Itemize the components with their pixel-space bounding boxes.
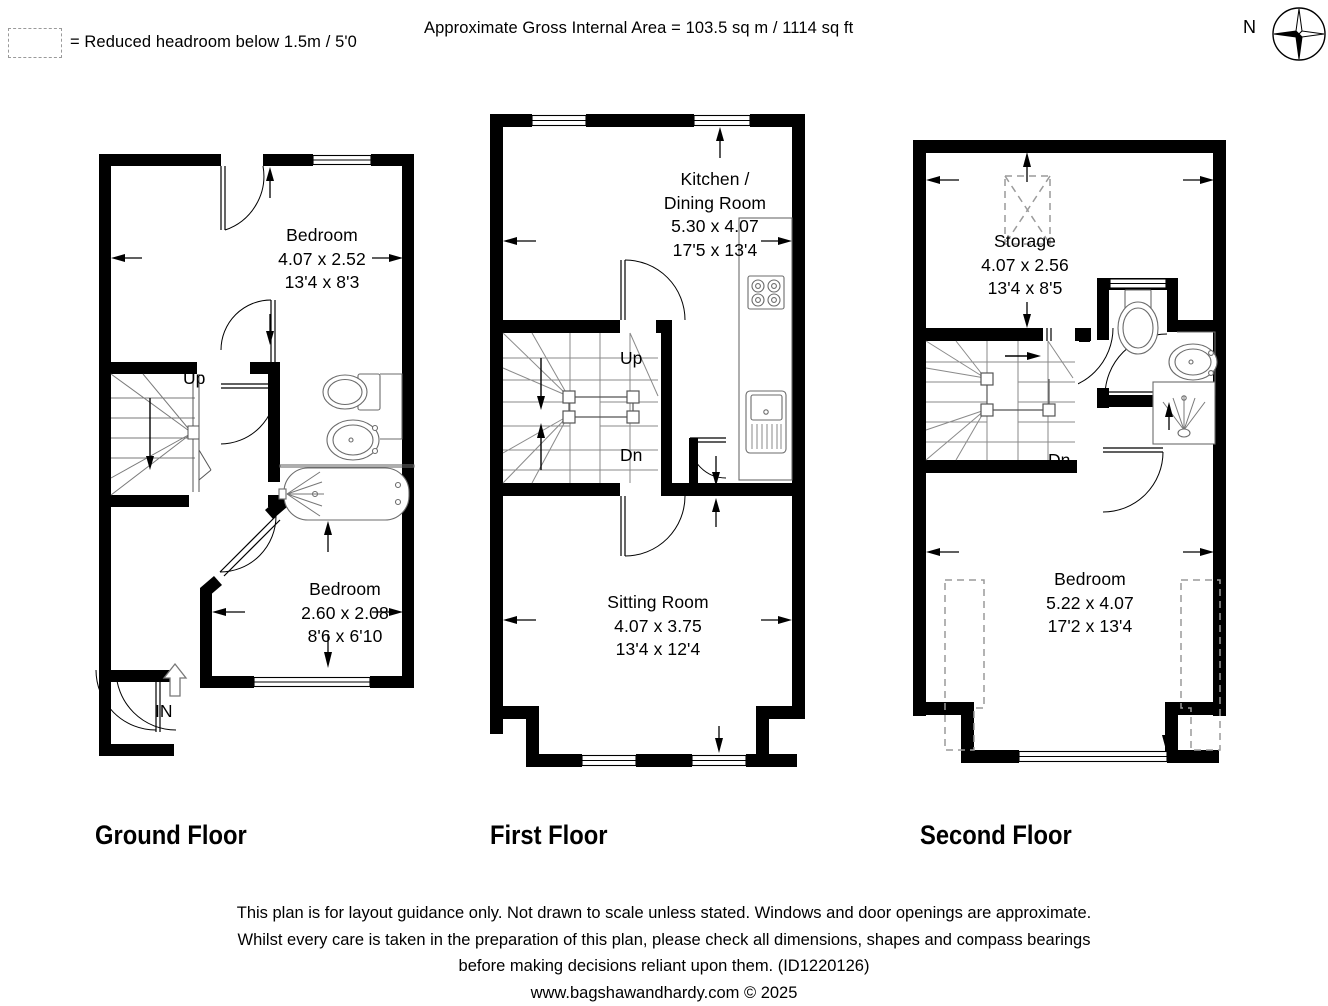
room-name: Storage	[940, 230, 1110, 254]
footer-disclaimer: This plan is for layout guidance only. N…	[0, 900, 1328, 1006]
footer-line-3: before making decisions reliant upon the…	[0, 953, 1328, 980]
footer-line-2: Whilst every care is taken in the prepar…	[0, 927, 1328, 954]
ground-floor-staircase	[111, 374, 221, 495]
room-label-storage: Storage 4.07 x 2.56 13'4 x 8'5	[940, 230, 1110, 301]
reduced-headroom-swatch	[8, 28, 62, 58]
room-dim-metric: 2.60 x 2.08	[255, 602, 435, 626]
room-dim-imperial: 13'4 x 8'5	[940, 277, 1110, 301]
ground-floor-bathroom-fixtures	[279, 374, 414, 520]
entrance-in-label: IN	[155, 701, 173, 722]
room-name-line1: Kitchen /	[635, 168, 795, 192]
room-name: Bedroom	[1000, 568, 1180, 592]
room-name: Bedroom	[255, 578, 435, 602]
room-name: Bedroom	[242, 224, 402, 248]
room-dim-metric: 5.22 x 4.07	[1000, 592, 1180, 616]
stair-direction-up: Up	[620, 348, 642, 369]
compass-north-label: N	[1243, 17, 1256, 38]
stair-direction-down: Dn	[1048, 450, 1070, 471]
compass-rose-icon	[1271, 6, 1327, 62]
room-dim-metric: 4.07 x 2.56	[940, 254, 1110, 278]
first-floor-plan: Kitchen / Dining Room 5.30 x 4.07 17'5 x…	[480, 108, 830, 778]
reduced-headroom-label: = Reduced headroom below 1.5m / 5'0	[70, 33, 357, 52]
room-name-line2: Dining Room	[635, 192, 795, 216]
room-dim-metric: 5.30 x 4.07	[635, 215, 795, 239]
room-name: Sitting Room	[568, 591, 748, 615]
floor-title-ground: Ground Floor	[95, 820, 247, 851]
floor-title-second: Second Floor	[920, 820, 1072, 851]
room-label-bedroom-2: Bedroom 2.60 x 2.08 8'6 x 6'10	[255, 578, 435, 649]
room-dim-imperial: 13'4 x 8'3	[242, 271, 402, 295]
room-dim-imperial: 17'2 x 13'4	[1000, 615, 1180, 639]
stair-direction-down: Dn	[620, 445, 642, 466]
room-label-bedroom-1: Bedroom 4.07 x 2.52 13'4 x 8'3	[242, 224, 402, 295]
footer-line-4: www.bagshawandhardy.com © 2025	[0, 980, 1328, 1006]
stair-direction-up: Up	[183, 368, 205, 389]
room-label-bedroom-main: Bedroom 5.22 x 4.07 17'2 x 13'4	[1000, 568, 1180, 639]
gross-internal-area-label: Approximate Gross Internal Area = 103.5 …	[424, 19, 853, 38]
room-dim-imperial: 17'5 x 13'4	[635, 239, 795, 263]
room-label-kitchen-dining: Kitchen / Dining Room 5.30 x 4.07 17'5 x…	[635, 168, 795, 262]
room-dim-metric: 4.07 x 2.52	[242, 248, 402, 272]
floor-title-first: First Floor	[490, 820, 607, 851]
room-dim-imperial: 8'6 x 6'10	[255, 625, 435, 649]
entrance-arrow-icon	[162, 662, 188, 698]
room-label-sitting-room: Sitting Room 4.07 x 3.75 13'4 x 12'4	[568, 591, 748, 662]
footer-line-1: This plan is for layout guidance only. N…	[0, 900, 1328, 927]
ground-floor-plan: Bedroom 4.07 x 2.52 13'4 x 8'3 Bedroom 2…	[80, 140, 440, 770]
second-floor-staircase	[926, 341, 1078, 460]
room-dim-metric: 4.07 x 3.75	[568, 615, 748, 639]
second-floor-plan: Storage 4.07 x 2.56 13'4 x 8'5 Bedroom 5…	[905, 130, 1250, 780]
room-dim-imperial: 13'4 x 12'4	[568, 638, 748, 662]
